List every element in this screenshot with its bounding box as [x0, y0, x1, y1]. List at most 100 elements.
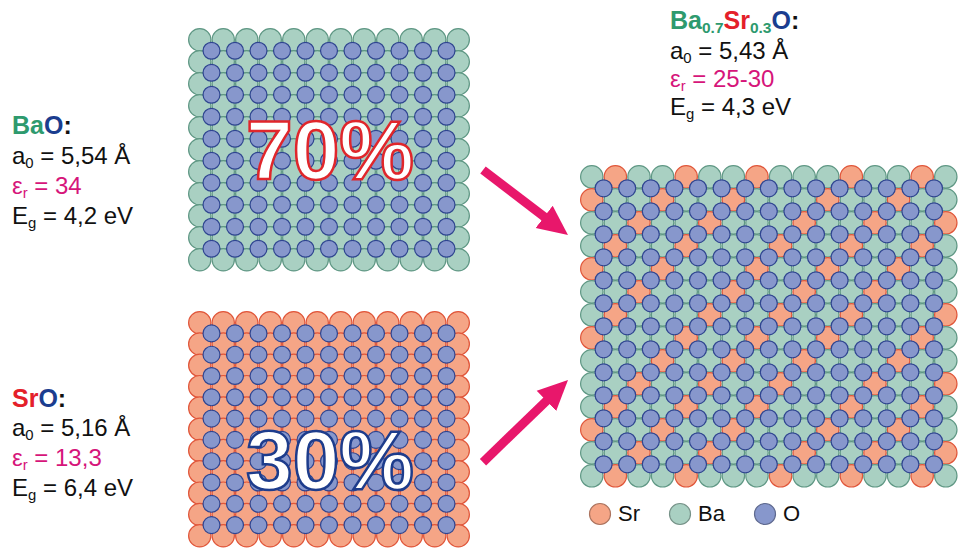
oxygen-atom [831, 433, 848, 450]
oxygen-atom [808, 456, 825, 473]
oxygen-atom [619, 180, 636, 197]
oxygen-atom [784, 226, 801, 243]
oxygen-atom [321, 346, 338, 363]
oxygen-atom [713, 180, 730, 197]
oxygen-atom [666, 203, 683, 220]
oxygen-atom [227, 495, 244, 512]
oxygen-atom [274, 240, 291, 257]
oxygen-atom [878, 180, 895, 197]
oxygen-atom [926, 364, 943, 381]
oxygen-atom [274, 218, 291, 235]
oxygen-atom [344, 218, 361, 235]
oxygen-atom [926, 180, 943, 197]
oxygen-atom [203, 174, 220, 191]
oxygen-atom [415, 346, 432, 363]
oxygen-atom [619, 203, 636, 220]
oxygen-atom [415, 325, 432, 342]
lattice-block: SrO:a0 = 5,16 Åεr = 13,3Eg = 6,4 eV30% [5, 311, 475, 551]
oxygen-atom [926, 387, 943, 404]
oxygen-atom [642, 387, 659, 404]
legend-swatch [753, 502, 777, 526]
oxygen-atom [926, 203, 943, 220]
oxygen-atom [737, 180, 754, 197]
legend-entry: O [753, 500, 800, 528]
oxygen-atom [926, 341, 943, 358]
arrow-connector [483, 397, 551, 463]
oxygen-atom [368, 42, 385, 59]
lattice-block: Ba0.7Sr0.3O:a0 = 5,43 Åεr = 25-30Eg = 4,… [578, 0, 961, 500]
oxygen-atom [438, 453, 455, 470]
oxygen-atom [784, 410, 801, 427]
oxygen-atom [808, 341, 825, 358]
oxygen-atom [737, 203, 754, 220]
oxygen-atom [274, 517, 291, 534]
oxygen-atom [902, 456, 919, 473]
oxygen-atom [878, 433, 895, 450]
oxygen-atom [878, 295, 895, 312]
oxygen-atom [438, 42, 455, 59]
fraction-label: 70% [246, 105, 414, 195]
property-value: Eg = 4,3 eV [670, 92, 791, 129]
oxygen-atom [666, 295, 683, 312]
oxygen-atom [808, 364, 825, 381]
oxygen-atom [203, 410, 220, 427]
oxygen-atom [784, 272, 801, 289]
oxygen-atom [368, 346, 385, 363]
oxygen-atom [297, 368, 314, 385]
oxygen-atom [415, 130, 432, 147]
lattice-block: BaO:a0 = 5,54 Åεr = 34Eg = 4,2 eV70% [5, 25, 475, 275]
oxygen-atom [666, 433, 683, 450]
oxygen-atom [737, 249, 754, 266]
oxygen-atom [808, 203, 825, 220]
oxygen-atom [203, 196, 220, 213]
oxygen-atom [203, 325, 220, 342]
oxygen-atom [878, 387, 895, 404]
oxygen-atom [642, 226, 659, 243]
oxygen-atom [227, 453, 244, 470]
property-value: Eg = 6,4 eV [12, 473, 133, 510]
oxygen-atom [619, 272, 636, 289]
oxygen-atom [227, 474, 244, 491]
oxygen-atom [760, 203, 777, 220]
legend-label: Sr [618, 500, 640, 528]
oxygen-atom [595, 456, 612, 473]
oxygen-atom [690, 410, 707, 427]
oxygen-atom [831, 387, 848, 404]
oxygen-atom [713, 295, 730, 312]
oxygen-atom [737, 341, 754, 358]
oxygen-atom [391, 389, 408, 406]
oxygen-atom [297, 240, 314, 257]
oxygen-atom [415, 240, 432, 257]
oxygen-atom [760, 410, 777, 427]
oxygen-atom [760, 295, 777, 312]
oxygen-atom [321, 42, 338, 59]
oxygen-atom [713, 456, 730, 473]
oxygen-atom [902, 203, 919, 220]
oxygen-atom [297, 218, 314, 235]
oxygen-atom [855, 433, 872, 450]
oxygen-atom [203, 152, 220, 169]
oxygen-atom [368, 218, 385, 235]
oxygen-atom [415, 474, 432, 491]
oxygen-atom [760, 318, 777, 335]
oxygen-atom [438, 174, 455, 191]
oxygen-atom [415, 517, 432, 534]
oxygen-atom [438, 495, 455, 512]
oxygen-atom [878, 341, 895, 358]
oxygen-atom [203, 453, 220, 470]
oxygen-atom [690, 341, 707, 358]
oxygen-atom [344, 86, 361, 103]
oxygen-atom [926, 318, 943, 335]
oxygen-atom [438, 108, 455, 125]
oxygen-atom [415, 42, 432, 59]
oxygen-atom [760, 364, 777, 381]
oxygen-atom [808, 433, 825, 450]
oxygen-atom [926, 410, 943, 427]
oxygen-atom [415, 108, 432, 125]
oxygen-atom [415, 453, 432, 470]
oxygen-atom [902, 249, 919, 266]
oxygen-atom [344, 389, 361, 406]
oxygen-atom [250, 42, 267, 59]
fraction-label: 30% [246, 415, 414, 505]
oxygen-atom [808, 295, 825, 312]
